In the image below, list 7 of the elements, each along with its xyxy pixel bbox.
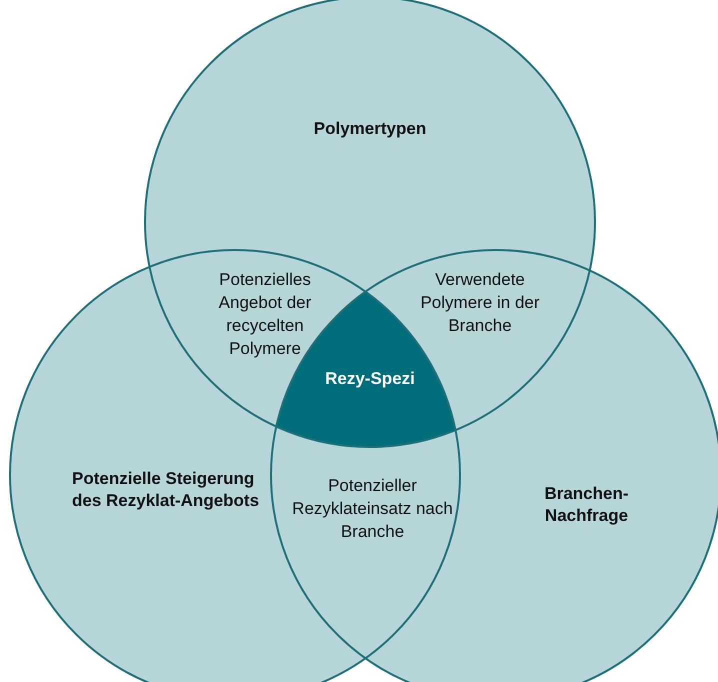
overlap-label: Potenzieller Rezyklateinsatz nach Branche <box>291 475 454 543</box>
circle-title: Polymertypen <box>312 118 428 140</box>
intersection-label: Rezy-Spezi <box>324 368 416 390</box>
overlap-label: Verwendete Polymere in der Branche <box>419 269 541 337</box>
circle-title: Potenzielle Steigerung des Rezyklat-Angebots <box>72 468 260 512</box>
circle-title: Branchen-Nachfrage <box>543 483 630 527</box>
overlap-label: Potenzielles Angebot der recycelten Polymere <box>218 269 312 360</box>
